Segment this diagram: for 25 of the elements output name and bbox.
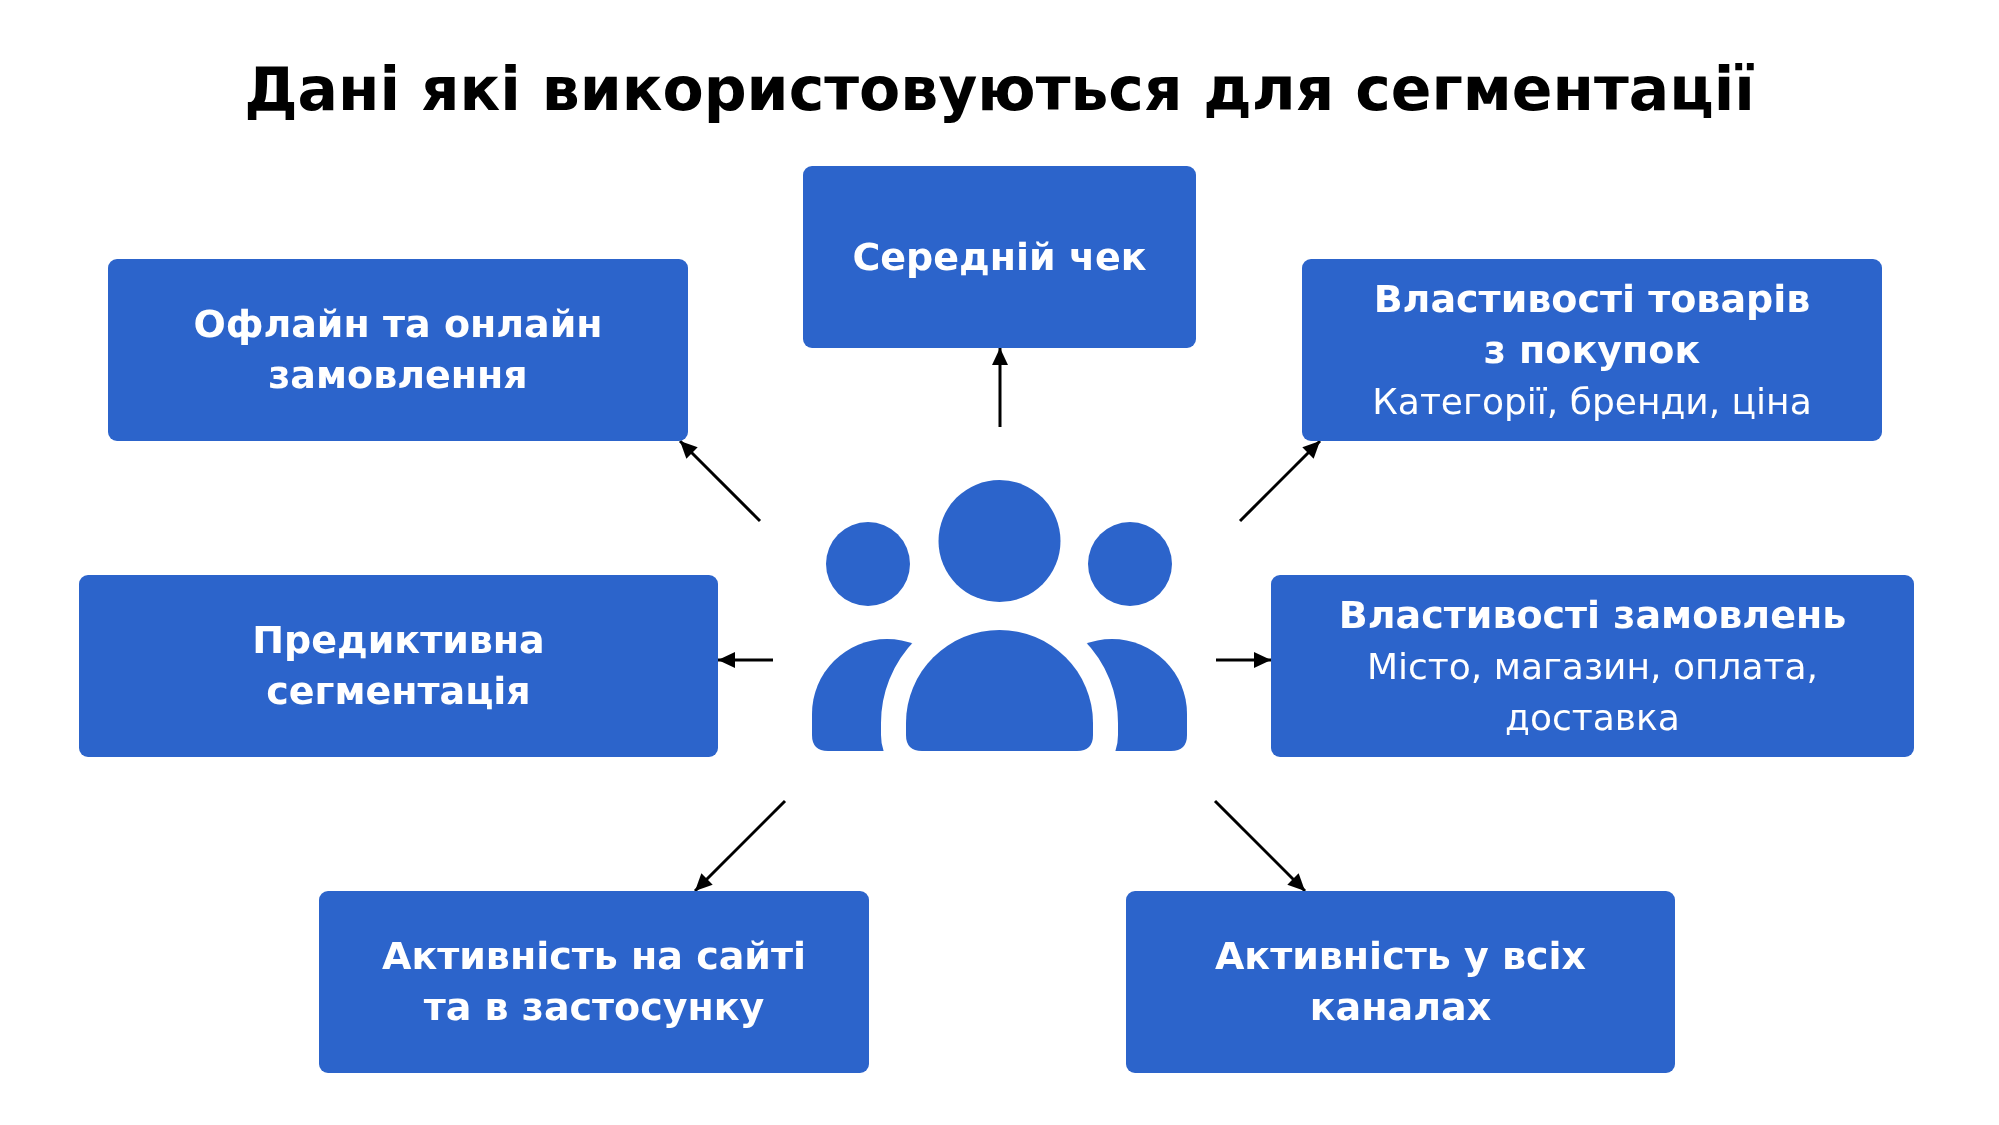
arrow	[678, 439, 762, 523]
box-heading: Предиктивна сегментація	[251, 617, 546, 715]
box-heading: Активність у всіх каналах	[1213, 933, 1588, 1031]
box-description: Місто, магазин, оплата, доставка	[1366, 644, 1819, 740]
people-group-icon	[812, 479, 1187, 751]
arrow	[992, 348, 1008, 427]
arrow	[718, 652, 773, 668]
arrow	[693, 799, 787, 893]
topic-box	[1126, 891, 1675, 1073]
box-heading: Офлайн та онлайн замовлення	[192, 301, 604, 399]
box-description: Категорії, бренди, ціна	[1372, 379, 1812, 424]
topic-box	[79, 575, 718, 757]
topic-box	[803, 166, 1196, 348]
box-heading: Властивості товарів з покупок	[1372, 275, 1812, 374]
arrow	[1213, 799, 1307, 893]
topic-box	[1302, 259, 1882, 441]
arrow	[1216, 652, 1271, 668]
topic-box	[319, 891, 869, 1073]
arrow	[1238, 439, 1322, 523]
topic-box	[1271, 575, 1914, 757]
box-heading: Властивості замовлень	[1338, 591, 1847, 639]
box-heading: Активність на сайті та в застосунку	[381, 933, 807, 1031]
box-heading: Середній чек	[852, 233, 1147, 281]
topic-box	[108, 259, 688, 441]
diagram-title: Дані які використовуються для сегментації	[243, 53, 1756, 125]
